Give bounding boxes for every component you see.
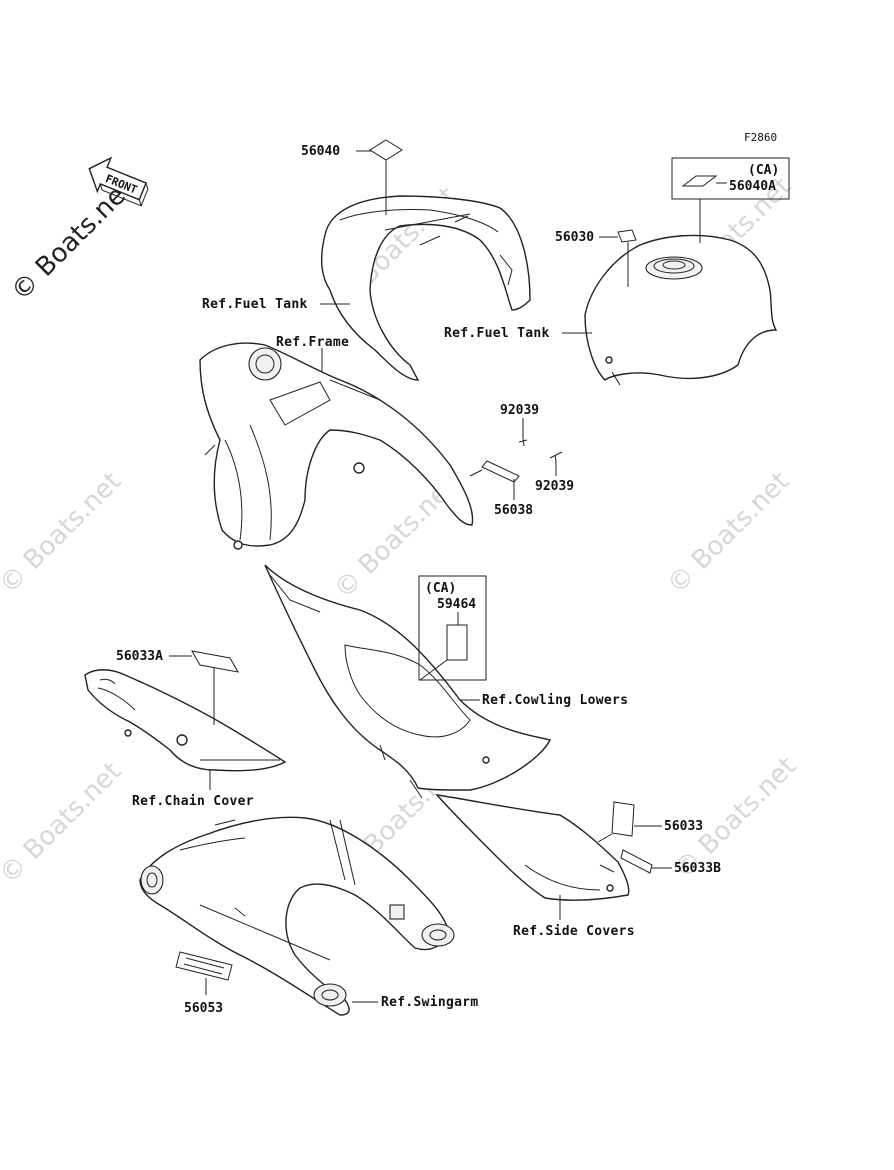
part-56038: 56038 [494,503,533,518]
ca-box-tank: (CA) 56040A [671,157,790,243]
frame-drawing [199,342,474,550]
chain-cover-drawing [84,669,287,772]
side-cover-drawing [435,794,630,901]
part-56033B: 56033B [674,861,721,876]
part-56033: 56033 [664,819,703,834]
decal-56040A [681,175,718,187]
watermark-dark: © Boats.net [6,174,139,307]
decal-56053 [175,951,233,981]
figure-code: F2860 [744,131,777,144]
ca-box-cowling: (CA) 59464 [418,575,487,681]
ca-tag-tank: (CA) [748,163,779,178]
part-56040A: 56040A [729,179,776,194]
part-92039-bottom: 92039 [535,479,574,494]
part-56040: 56040 [301,144,340,159]
decal-59464 [446,624,468,661]
ref-frame: Ref.Frame [276,335,349,350]
ref-fuel-tank-left: Ref.Fuel Tank [202,297,308,312]
decal-56033 [611,801,635,837]
watermark: © Boats.net [0,467,127,600]
part-56030: 56030 [555,230,594,245]
ca-tag-cowling: (CA) [425,581,456,596]
tank-cover-drawing [321,195,531,381]
decal-56040 [369,139,403,161]
part-56033A: 56033A [116,649,163,664]
decal-56033A [191,650,239,673]
watermark: © Boats.net [0,757,127,890]
ref-swingarm: Ref.Swingarm [381,995,479,1010]
part-56053: 56053 [184,1001,223,1016]
ref-cowling-lowers: Ref.Cowling Lowers [482,693,628,708]
ref-fuel-tank-right: Ref.Fuel Tank [444,326,550,341]
part-59464: 59464 [437,597,476,612]
decal-56033B [620,849,653,874]
fuel-tank-drawing [584,234,778,386]
watermark: © Boats.net [662,467,795,600]
decal-56030 [617,229,637,243]
swingarm-drawing [139,816,455,1016]
part-92039-top: 92039 [500,403,539,418]
ref-chain-cover: Ref.Chain Cover [132,794,254,809]
ref-side-covers: Ref.Side Covers [513,924,635,939]
cowling-lower-drawing [264,564,552,799]
decal-56038 [481,460,520,483]
